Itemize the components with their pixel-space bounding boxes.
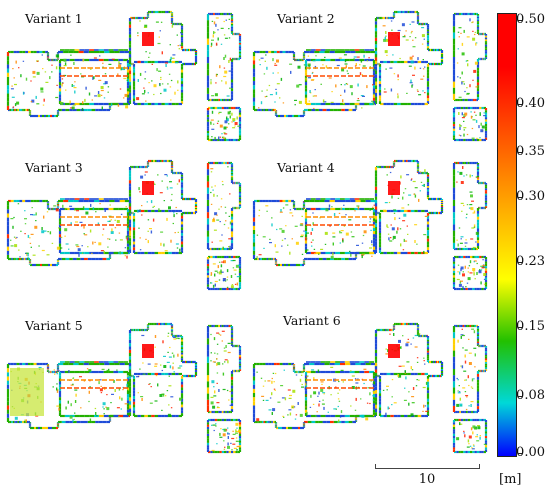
color-scale-tick-label: 0.00 [516, 445, 545, 460]
floor-plan-walls [252, 159, 488, 291]
scale-bar-tick-left [375, 464, 376, 469]
variant-2-title: Variant 2 [277, 11, 335, 26]
floor-plan-points [256, 328, 487, 450]
color-scale-tick-mark [518, 104, 522, 105]
floor-plan-walls [252, 10, 488, 142]
variant-6-floor-plan [252, 322, 488, 454]
floor-plan-walls [6, 322, 242, 454]
floor-plan-walls [6, 159, 242, 291]
color-scale-tick-mark [518, 197, 522, 198]
color-scale-tick-mark [518, 327, 522, 328]
high-deviation-area [388, 181, 400, 195]
variant-4-floor-plan [252, 159, 488, 291]
floor-plan-points [10, 17, 241, 140]
variant-3-title: Variant 3 [25, 160, 83, 175]
variant-4-title: Variant 4 [277, 160, 335, 175]
variant-2-floor-plan [252, 10, 488, 142]
color-scale-tick-label: 0.23 [516, 254, 545, 269]
floor-plan-points [10, 330, 241, 452]
color-scale-tick-label: 0.08 [516, 388, 545, 403]
color-scale-tick-label: 0.15 [516, 319, 545, 334]
variant-1-title: Variant 1 [25, 11, 83, 26]
floor-plan-walls [6, 10, 242, 142]
color-scale-tick-label: 0.30 [516, 189, 545, 204]
color-scale-bar [497, 13, 517, 457]
floor-plan-points [10, 166, 241, 289]
color-scale-tick-label: 0.35 [516, 144, 545, 159]
high-deviation-area [142, 344, 154, 358]
color-scale-tick-mark [518, 152, 522, 153]
variant-3-floor-plan [6, 159, 242, 291]
color-scale-tick-mark [518, 20, 522, 21]
variant-6-title: Variant 6 [283, 313, 341, 328]
scale-bar-line [375, 468, 480, 469]
variant-5-title: Variant 5 [25, 318, 83, 333]
moderate-deviation-area [10, 368, 44, 416]
high-deviation-area [142, 32, 154, 46]
high-deviation-area [388, 344, 400, 358]
color-scale-tick-mark [518, 396, 522, 397]
color-scale-tick-mark [518, 453, 522, 454]
high-deviation-area [142, 181, 154, 195]
color-scale-tick-label: 0.50 [516, 12, 545, 27]
floor-plan-points [258, 18, 487, 139]
floor-plan-points [256, 166, 487, 289]
scale-bar-tick-right [479, 464, 480, 469]
high-deviation-area [388, 32, 400, 46]
scale-bar-value: 10 [418, 472, 436, 487]
floor-plan-walls [252, 322, 488, 454]
scale-bar-unit: [m] [499, 472, 522, 487]
variant-1-floor-plan [6, 10, 242, 142]
variant-5-floor-plan [6, 322, 242, 454]
color-scale-tick-label: 0.40 [516, 96, 545, 111]
color-scale-tick-mark [518, 262, 522, 263]
